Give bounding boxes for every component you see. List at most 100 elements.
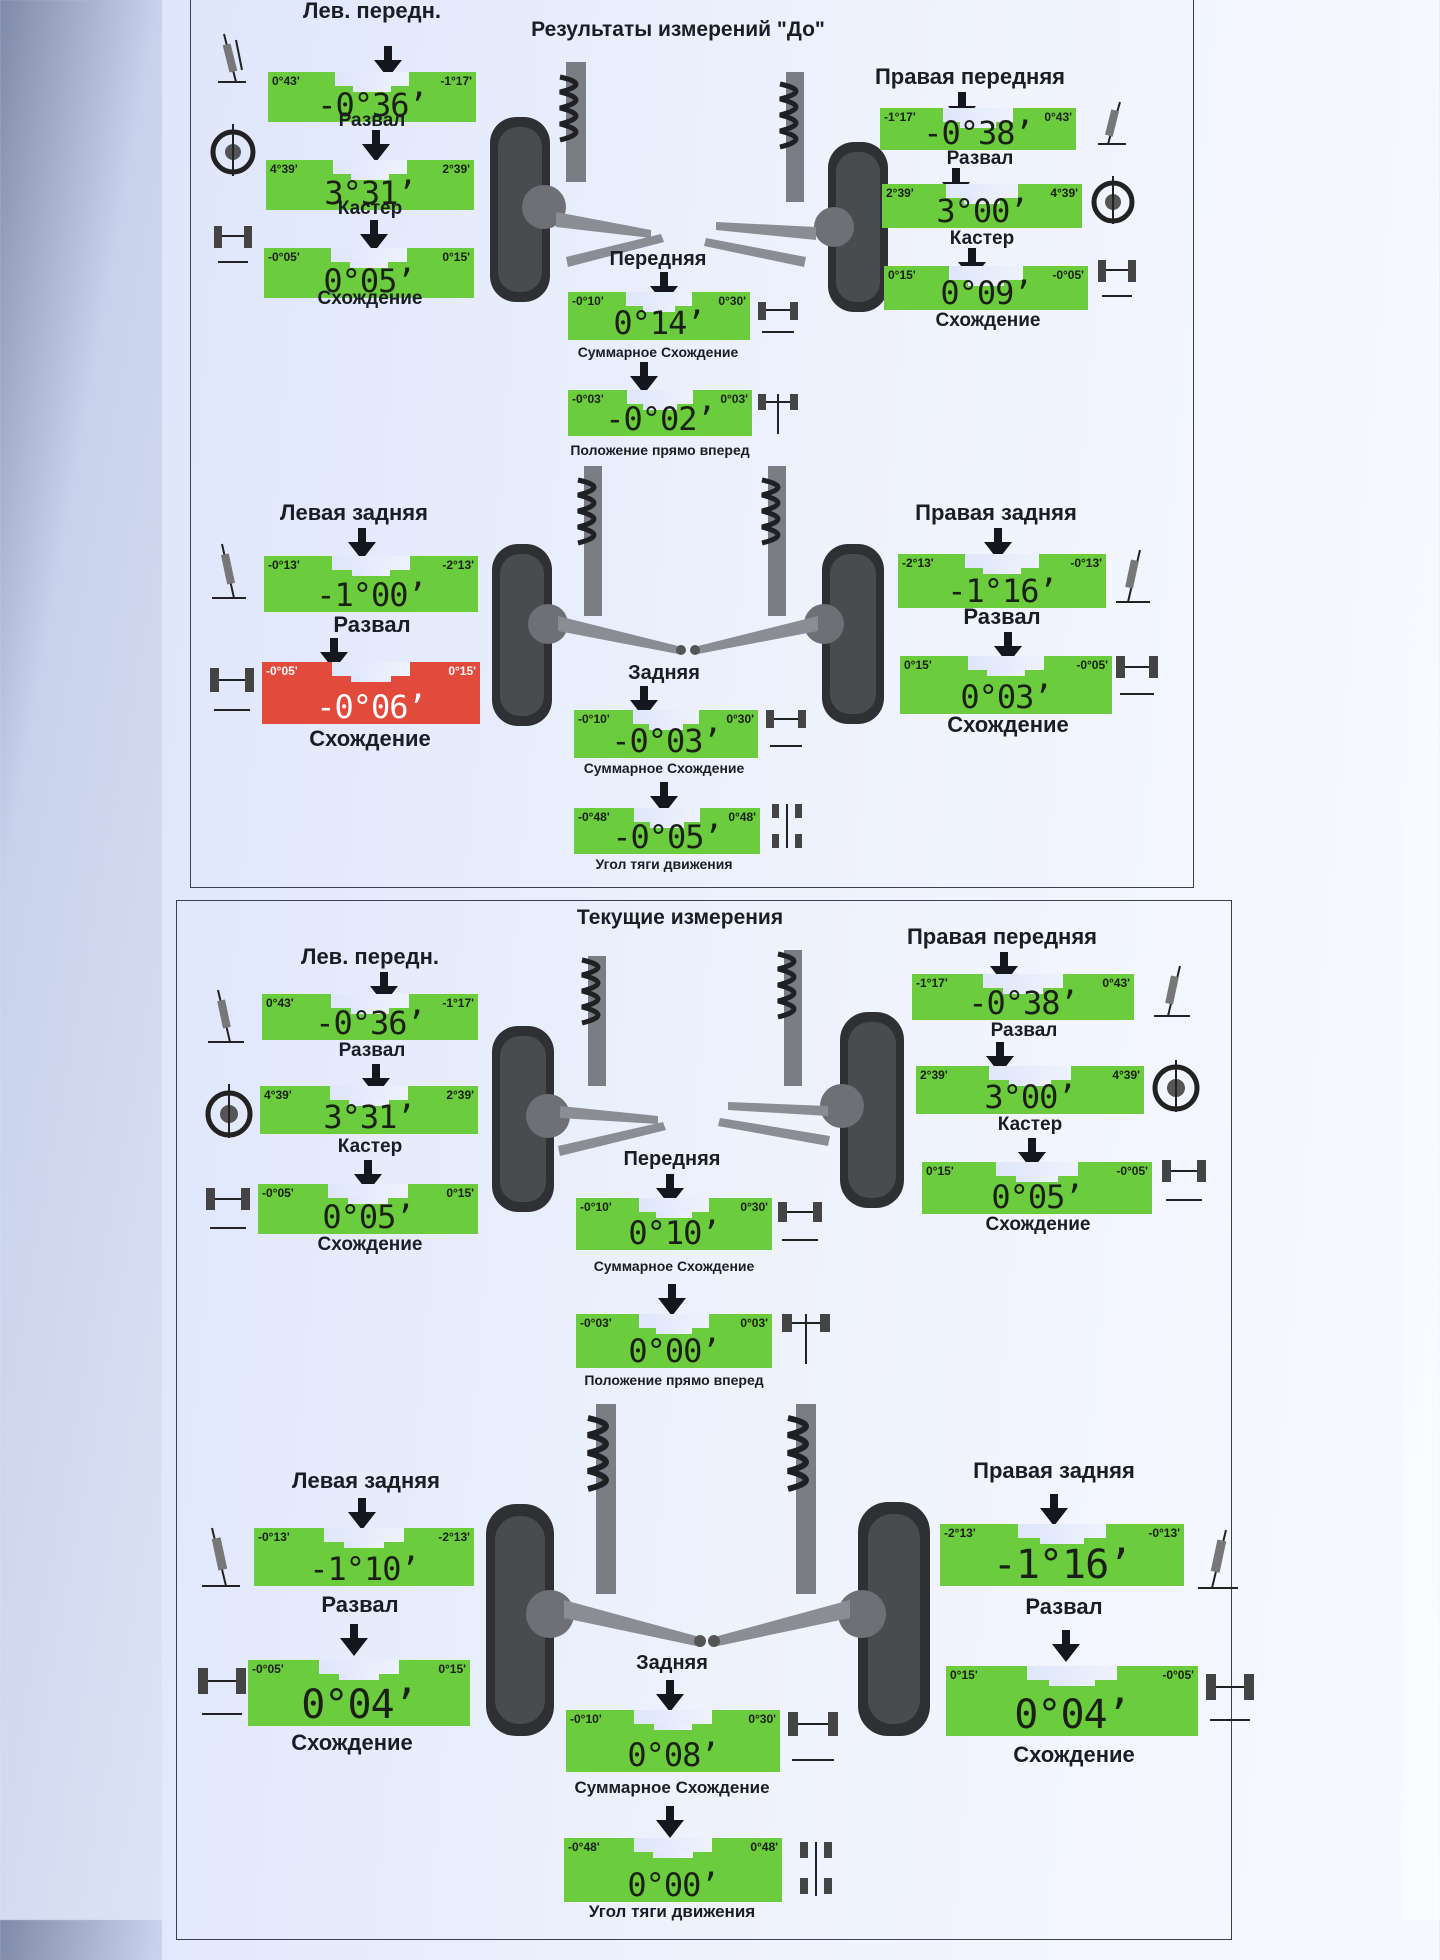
rear-axle-label: Задняя [636, 1652, 708, 1674]
gauge-front-left-caster: 4°39' 2°39' 3°31’ [260, 1086, 478, 1136]
gauge-front-left-camber: 0°43' -1°17' -0°36’ [268, 72, 476, 124]
front-suspension-diagram [492, 950, 904, 1212]
total-toe-icon [778, 1202, 822, 1241]
gauge-front-straight-ahead: -0°03' 0°03' 0°00’ [576, 1314, 772, 1370]
printout-sheet [162, 0, 1402, 1960]
rear-suspension-diagram [492, 466, 884, 726]
caption-toe: Схождение [317, 288, 423, 309]
gauge-thrust-angle: -0°48' 0°48' 0°00’ [564, 1838, 782, 1904]
gauge-rear-total-toe: -0°10' 0°30' 0°08’ [566, 1710, 780, 1774]
caption-straight-ahead: Положение прямо вперед [584, 1372, 764, 1388]
caption-camber: Развал [946, 148, 1014, 169]
gauge-front-total-toe: -0°10' 0°30' 0°10’ [576, 1198, 772, 1252]
caster-wheel-icon [1091, 176, 1135, 224]
caption-toe: Схождение [291, 1730, 413, 1755]
camber-diagram-icon [1154, 965, 1190, 1017]
caption-camber: Развал [1025, 1594, 1103, 1619]
camber-diagram-icon [202, 1527, 240, 1587]
camber-diagram-icon [212, 543, 246, 599]
arrow-down-icon [360, 220, 388, 252]
front-right-title: Правая передняя [874, 64, 1066, 89]
panel-before [190, 0, 1194, 888]
toe-diagram-icon [1098, 260, 1136, 297]
front-axle-label: Передняя [609, 248, 707, 270]
gauge-front-right-toe: 0°15' -0°05' 0°09’ [884, 266, 1088, 312]
caption-straight-ahead: Положение прямо вперед [570, 442, 750, 458]
gauge-front-right-camber: -1°17' 0°43' -0°38’ [880, 108, 1076, 152]
rear-left-title: Левая задняя [292, 1468, 440, 1493]
thrust-angle-icon [772, 804, 802, 848]
arrow-down-icon [630, 362, 658, 394]
arrow-down-icon [340, 1624, 368, 1656]
arrow-down-icon [1052, 1630, 1080, 1662]
caption-camber: Развал [321, 1592, 399, 1617]
caster-wheel-icon [1152, 1060, 1200, 1112]
caption-caster: Кастер [337, 1136, 403, 1157]
toe-diagram-icon [214, 226, 252, 263]
rear-right-title: Правая задняя [973, 1458, 1135, 1483]
arrow-down-icon [656, 1680, 684, 1712]
caption-thrust-angle: Угол тяги движения [595, 856, 733, 872]
front-right-title: Правая передняя [906, 924, 1098, 949]
caption-camber: Развал [338, 110, 406, 131]
toe-diagram-icon [1116, 656, 1158, 695]
gauge-front-left-toe: -0°05' 0°15' 0°05’ [264, 248, 474, 300]
straight-ahead-icon [782, 1314, 830, 1364]
gauge-front-right-caster: 2°39' 4°39' 3°00’ [882, 184, 1082, 230]
camber-diagram-icon [1198, 1529, 1238, 1589]
camber-diagram-icon [218, 33, 246, 83]
straight-ahead-icon [758, 394, 798, 434]
caption-total-toe: Суммарное Схождение [593, 1258, 755, 1274]
gauge-front-right-camber: -1°17' 0°43' -0°38’ [912, 974, 1134, 1022]
gauge-rear-left-toe-out-of-range: -0°05' 0°15' -0°06’ [262, 662, 480, 726]
caption-toe: Схождение [317, 1234, 423, 1255]
rear-right-title: Правая задняя [915, 500, 1077, 525]
caption-toe: Схождение [985, 1214, 1091, 1235]
toe-diagram-icon [210, 668, 254, 711]
total-toe-icon [766, 710, 806, 747]
caption-caster: Кастер [997, 1114, 1063, 1135]
gauge-rear-right-camber: -2°13' -0°13' -1°16’ [940, 1524, 1184, 1588]
caption-total-toe: Суммарное Схождение [574, 1778, 770, 1797]
toe-diagram-icon [1162, 1160, 1206, 1201]
rear-suspension-diagram [486, 1404, 930, 1736]
total-toe-icon [788, 1712, 838, 1761]
gauge-rear-right-camber: -2°13' -0°13' -1°16’ [898, 554, 1106, 610]
front-axle-label: Передняя [623, 1148, 721, 1170]
gauge-rear-right-toe: 0°15' -0°05' 0°03’ [900, 656, 1112, 716]
caption-toe: Схождение [935, 310, 1041, 331]
arrow-down-icon [348, 1498, 376, 1530]
gauge-front-left-caster: 4°39' 2°39' 3°31’ [266, 160, 474, 212]
arrow-down-icon [362, 130, 390, 162]
gauge-front-left-toe: -0°05' 0°15' 0°05’ [258, 1184, 478, 1236]
arrow-down-icon [1040, 1494, 1068, 1526]
caption-toe: Схождение [947, 712, 1069, 737]
caption-camber: Развал [338, 1040, 406, 1061]
caption-caster: Кастер [337, 198, 403, 219]
gauge-front-right-caster: 2°39' 4°39' 3°00’ [916, 1066, 1144, 1116]
gauge-rear-left-toe: -0°05' 0°15' 0°04’ [248, 1660, 470, 1728]
front-suspension-diagram [490, 62, 888, 312]
arrow-down-icon [656, 1806, 684, 1838]
arrow-down-icon [348, 528, 376, 560]
panel-title-current: Текущие измерения [576, 906, 784, 929]
toe-diagram-icon [1206, 1674, 1254, 1721]
camber-diagram-icon [1116, 549, 1150, 603]
toe-diagram-icon [198, 1668, 246, 1715]
toe-diagram-icon [206, 1188, 250, 1229]
caption-total-toe: Суммарное Схождение [583, 760, 745, 776]
caption-camber: Развал [990, 1020, 1058, 1041]
gauge-rear-total-toe: -0°10' 0°30' -0°03’ [574, 710, 758, 760]
front-left-title: Лев. передн. [303, 0, 441, 23]
gauge-thrust-angle: -0°48' 0°48' -0°05’ [574, 808, 760, 856]
caption-toe: Схождение [1013, 1742, 1135, 1767]
rear-axle-label: Задняя [628, 662, 700, 684]
caption-caster: Кастер [949, 228, 1015, 249]
camber-diagram-icon [1098, 101, 1126, 145]
gauge-front-straight-ahead: -0°03' 0°03' -0°02’ [568, 390, 752, 438]
thrust-angle-icon [800, 1842, 832, 1896]
caster-wheel-icon [210, 124, 256, 176]
caption-camber: Развал [333, 612, 411, 637]
caption-toe: Схождение [309, 726, 431, 751]
gauge-front-left-camber: 0°43' -1°17' -0°36’ [262, 994, 478, 1042]
